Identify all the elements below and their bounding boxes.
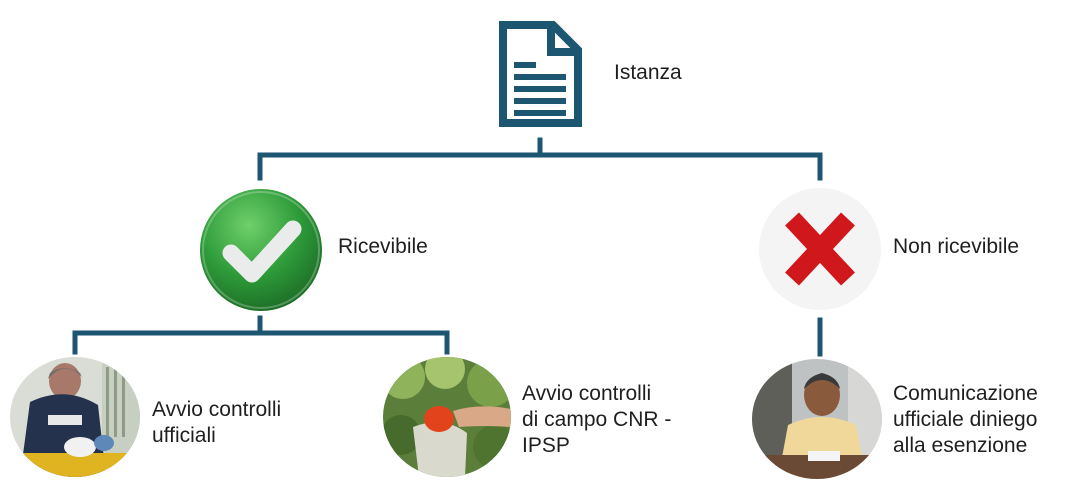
checkmark-icon: [198, 187, 324, 318]
denial-notice-label: Comunicazione ufficiale diniego alla ese…: [893, 382, 1038, 457]
man-at-desk-photo: [752, 359, 882, 479]
inspector-photo: [10, 357, 140, 477]
field-controls-label: Avvio controlli di campo CNR - IPSP: [522, 382, 672, 457]
root-label: Istanza: [614, 61, 682, 84]
red-x-icon: [758, 187, 882, 316]
official-controls-label: Avvio controlli ufficiali: [152, 398, 282, 447]
document-icon: [498, 20, 584, 133]
tomato-harvest-photo: [383, 357, 511, 477]
rejected-label: Non ricevibile: [893, 235, 1020, 258]
accepted-label: Ricevibile: [338, 235, 428, 258]
